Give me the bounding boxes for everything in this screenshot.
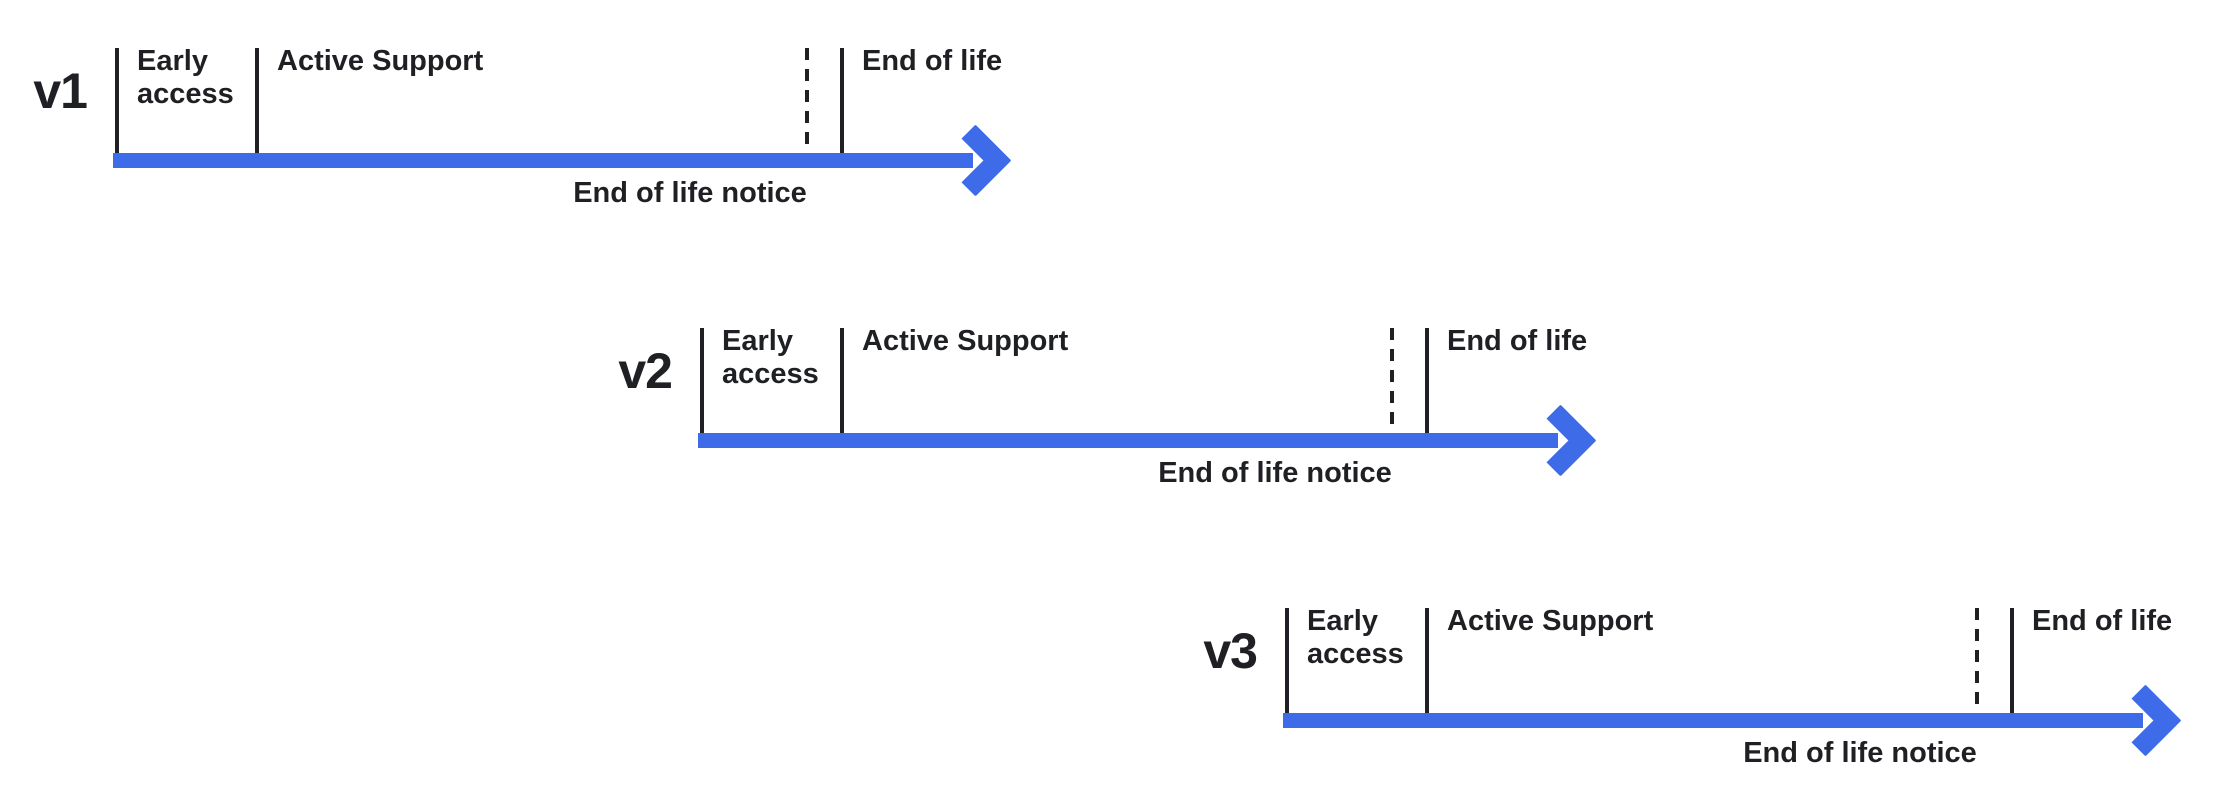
end-of-life-tick (2010, 608, 2014, 713)
version-label: v1 (33, 63, 88, 119)
early-access-start-tick (1285, 608, 1289, 713)
end-of-life-label: End of life (862, 45, 1003, 77)
active-support-start-tick (255, 48, 259, 153)
timeline-arrow-shaft (1283, 713, 2143, 728)
active-support-label: Active Support (277, 45, 484, 77)
early-access-label: Early access (137, 45, 234, 110)
end-of-life-tick (840, 48, 844, 153)
early-access-start-tick (700, 328, 704, 433)
active-support-label: Active Support (862, 325, 1069, 357)
end-of-life-tick (1425, 328, 1429, 433)
end-of-life-label: End of life (2032, 605, 2173, 637)
end-of-life-notice-dashed-tick (1975, 608, 1979, 708)
timeline-row-v2: v2 Early access Active Support End of li… (602, 323, 1612, 508)
end-of-life-notice-dashed-tick (1390, 328, 1394, 428)
end-of-life-notice-dashed-tick (805, 48, 809, 148)
active-support-label: Active Support (1447, 605, 1654, 637)
timeline-row-v3: v3 Early access Active Support End of li… (1187, 603, 2197, 788)
end-of-life-label: End of life (1447, 325, 1588, 357)
end-of-life-notice-label: End of life notice (573, 177, 807, 209)
early-access-start-tick (115, 48, 119, 153)
version-label: v2 (618, 343, 673, 399)
active-support-start-tick (840, 328, 844, 433)
timeline-arrow-shaft (113, 153, 973, 168)
timeline-row-v1: v1 Early access Active Support End of li… (17, 43, 1027, 228)
active-support-start-tick (1425, 608, 1429, 713)
end-of-life-notice-label: End of life notice (1158, 457, 1392, 489)
end-of-life-notice-label: End of life notice (1743, 737, 1977, 769)
early-access-label: Early access (1307, 605, 1404, 670)
early-access-label: Early access (722, 325, 819, 390)
version-label: v3 (1203, 623, 1258, 679)
timeline-arrow-shaft (698, 433, 1558, 448)
